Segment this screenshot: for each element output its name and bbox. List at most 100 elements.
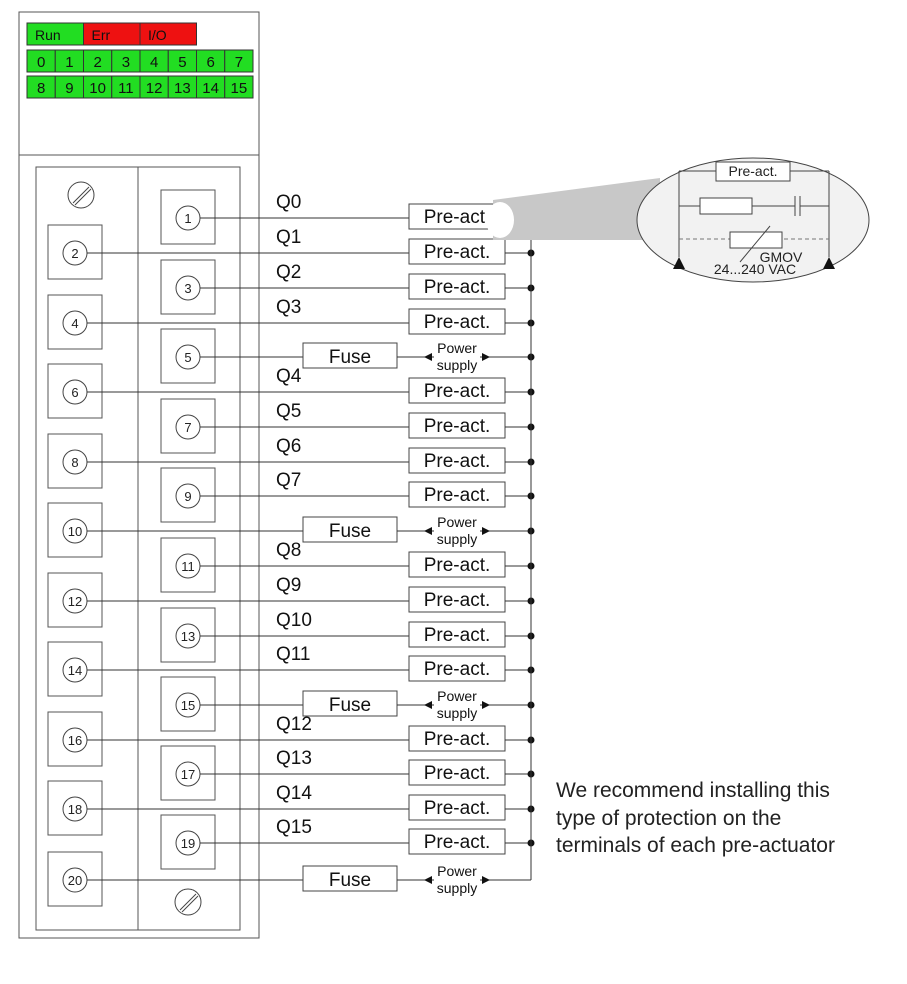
output-label: Q10 <box>276 610 312 631</box>
pre-actuator-label: Pre-act. <box>424 242 491 263</box>
terminal-number: 18 <box>68 802 82 817</box>
terminal-8[interactable]: 8 <box>47 433 103 489</box>
output-label: Q3 <box>276 297 301 318</box>
terminal-number: 2 <box>71 246 78 261</box>
pre-actuator: Pre-act. <box>408 621 506 648</box>
detail-preact-label: Pre-act. <box>728 163 777 179</box>
terminal-1[interactable]: 1 <box>160 189 216 245</box>
terminal-4[interactable]: 4 <box>47 294 103 350</box>
channel-led-label: 11 <box>118 80 134 97</box>
output-label: Q1 <box>276 227 301 248</box>
screw-icon <box>67 181 95 209</box>
arrow-right-icon <box>482 527 490 535</box>
pre-actuator: Pre-act. <box>408 308 506 335</box>
pre-actuator: Pre-act. <box>408 481 506 508</box>
terminal-5[interactable]: 5 <box>160 328 216 384</box>
terminal-number: 17 <box>181 767 195 782</box>
terminal-19[interactable]: 19 <box>160 814 216 870</box>
fuse-label: Fuse <box>329 870 371 891</box>
terminal-15[interactable]: 15 <box>160 676 216 732</box>
terminal-17[interactable]: 17 <box>160 745 216 801</box>
pre-actuator-label: Pre-act. <box>424 485 491 506</box>
terminal-18[interactable]: 18 <box>47 780 103 836</box>
terminal-number: 5 <box>184 350 191 365</box>
pre-actuator-label: Pre-act. <box>424 729 491 750</box>
terminal-number: 12 <box>68 594 82 609</box>
recommendation-note: We recommend installing this type of pro… <box>556 779 835 857</box>
gmov-label: GMOV <box>760 249 803 265</box>
status-led-label: Err <box>92 27 111 43</box>
pre-actuator-label: Pre-act. <box>424 832 491 853</box>
magnifier-beam <box>493 178 660 240</box>
terminal-number: 9 <box>184 489 191 504</box>
terminal-16[interactable]: 16 <box>47 711 103 767</box>
terminal-7[interactable]: 7 <box>160 398 216 454</box>
output-label: Q15 <box>276 817 312 838</box>
protection-detail: Pre-act. GMOV 24...240 VAC <box>636 157 870 283</box>
terminal-12[interactable]: 12 <box>47 572 103 628</box>
arrow-right-icon <box>482 876 490 884</box>
terminal-14[interactable]: 14 <box>47 641 103 697</box>
output-label: Q8 <box>276 540 301 561</box>
output-label: Q7 <box>276 470 301 491</box>
pre-actuator-label: Pre-act. <box>424 312 491 333</box>
terminal-number: 7 <box>184 420 191 435</box>
terminal-number: 20 <box>68 873 82 888</box>
output-label: Q2 <box>276 262 301 283</box>
terminal-number: 19 <box>181 836 195 851</box>
terminal-13[interactable]: 13 <box>160 607 216 663</box>
channel-led-label: 14 <box>202 80 219 97</box>
pre-actuator-label: Pre-act. <box>424 555 491 576</box>
terminal-number: 11 <box>181 559 195 574</box>
output-label: Q6 <box>276 436 301 457</box>
terminal-3[interactable]: 3 <box>160 259 216 315</box>
pre-actuator-label: Pre-act. <box>424 277 491 298</box>
channel-led-label: 8 <box>37 80 45 97</box>
terminal-11[interactable]: 11 <box>160 537 216 593</box>
terminal-number: 3 <box>184 281 191 296</box>
terminal-number: 6 <box>71 385 78 400</box>
output-label: Q12 <box>276 714 312 735</box>
voltage-label: 24...240 VAC <box>714 261 796 277</box>
terminal-number: 8 <box>71 455 78 470</box>
channel-led-label: 10 <box>89 80 106 97</box>
status-led-label: Run <box>35 27 61 43</box>
channel-led-label: 7 <box>235 54 243 71</box>
fuse: Fuse <box>302 865 398 892</box>
channel-led-label: 12 <box>146 80 163 97</box>
terminal-9[interactable]: 9 <box>160 467 216 523</box>
fuse: Fuse <box>302 342 398 369</box>
arrow-right-icon <box>482 353 490 361</box>
channel-led <box>224 49 254 73</box>
power-label-line2: supply <box>437 357 477 373</box>
pre-actuator-label: Pre-act. <box>424 416 491 437</box>
channel-led-label: 15 <box>231 80 248 97</box>
fuse: Fuse <box>302 690 398 717</box>
terminal-marker-icon <box>673 257 685 269</box>
terminal-20[interactable]: 20 <box>47 851 103 907</box>
pre-actuator-label: Pre-act. <box>424 381 491 402</box>
terminal-number: 15 <box>181 698 195 713</box>
fuse-label: Fuse <box>329 521 371 542</box>
output-label: Q11 <box>276 644 311 665</box>
output-label: Q13 <box>276 748 312 769</box>
note-line-1: We recommend installing this <box>556 779 830 802</box>
terminal-number: 14 <box>68 663 82 678</box>
terminal-10[interactable]: 10 <box>47 502 103 558</box>
channel-led-label: 2 <box>93 54 101 71</box>
arrow-left-icon <box>424 876 432 884</box>
channel-led <box>224 75 254 99</box>
output-label: Q14 <box>276 783 312 804</box>
arrow-left-icon <box>424 353 432 361</box>
fuse-label: Fuse <box>329 695 371 716</box>
channel-led-label: 1 <box>65 54 73 71</box>
screw-icon <box>174 888 202 916</box>
channel-led-label: 4 <box>150 54 158 71</box>
pre-actuator-label: Pre-act. <box>424 798 491 819</box>
terminal-2[interactable]: 2 <box>47 224 103 280</box>
terminal-6[interactable]: 6 <box>47 363 103 419</box>
pre-actuator-label: Pre-act. <box>424 659 491 680</box>
